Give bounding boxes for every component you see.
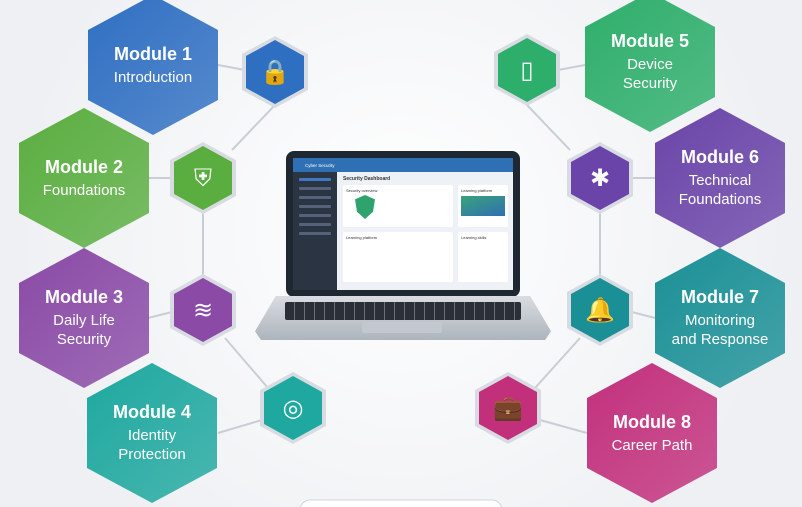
- network-icon: ✱: [589, 164, 611, 192]
- module-title: Module 1: [113, 43, 192, 64]
- smartphone-badge: ▯: [494, 34, 560, 106]
- module-subtitle: Introduction: [113, 68, 193, 86]
- laptop: Cyber Security Security Dashboard Securi…: [286, 151, 520, 297]
- skills-card: Learning skills: [458, 232, 508, 282]
- app-header: Cyber Security: [293, 158, 513, 172]
- module-subtitle: Device: [627, 56, 673, 73]
- app-sidebar: [293, 172, 337, 290]
- module-title: Module 6: [680, 147, 759, 167]
- learning-table-card: Learning platform: [343, 232, 453, 282]
- module-subtitle: Technical: [688, 172, 752, 189]
- overview-card: Security overview: [343, 185, 453, 227]
- module-title: Module 7: [680, 287, 759, 307]
- module-subtitle: Identity: [127, 427, 177, 444]
- smartphone-icon: ▯: [520, 56, 534, 84]
- module-title: Module 3: [44, 287, 123, 307]
- fingerprint-badge: ◎: [260, 372, 326, 444]
- dashboard-screen: Cyber Security Security Dashboard Securi…: [293, 158, 513, 290]
- module-title: Module 4: [112, 402, 191, 422]
- bell-icon: 🔔: [585, 296, 615, 324]
- lock-badge: 🔒: [242, 36, 308, 108]
- module-subtitle: and Response: [671, 331, 769, 348]
- fingerprint-icon: ◎: [282, 394, 304, 422]
- trackpad: [362, 322, 442, 333]
- module-subtitle: Security: [56, 331, 112, 348]
- module-subtitle: Foundations: [678, 191, 762, 208]
- module-subtitle: Protection: [118, 446, 186, 463]
- module-subtitle: Daily Life: [53, 312, 115, 329]
- card-title: Learning skills: [461, 235, 487, 240]
- briefcase-badge: 💼: [475, 372, 541, 444]
- keyboard: [285, 302, 521, 320]
- wifi-icon: ≋: [192, 296, 214, 324]
- module-subtitle: Monitoring: [684, 312, 756, 329]
- platform-card: Learning platform: [458, 185, 508, 227]
- shield-lock-icon: [355, 195, 375, 219]
- module-subtitle: Foundations: [42, 181, 126, 199]
- shield-badge: ⛨: [170, 142, 236, 214]
- module-8-hexagon: Module 8 Career Path: [587, 363, 717, 503]
- lock-icon: 🔒: [260, 58, 290, 86]
- module-title: Module 8: [612, 411, 691, 432]
- module-title: Module 5: [610, 31, 689, 51]
- card-title: Security overview: [346, 188, 378, 193]
- card-title: Learning platform: [461, 188, 493, 193]
- module-7-hexagon: Module 7 Monitoring and Response: [655, 248, 785, 388]
- bottom-pill: [299, 499, 503, 507]
- briefcase-icon: 💼: [493, 394, 523, 422]
- shield-icon: ⛨: [194, 164, 212, 192]
- module-title: Module 2: [44, 156, 123, 177]
- module-subtitle: Career Path: [611, 436, 693, 454]
- dashboard-title: Security Dashboard: [343, 176, 391, 182]
- bell-badge: 🔔: [567, 274, 633, 346]
- module-subtitle: Security: [622, 75, 678, 92]
- chart-thumbnail: [461, 196, 505, 216]
- wifi-badge: ≋: [170, 274, 236, 346]
- card-title: Learning platform: [346, 235, 378, 240]
- network-badge: ✱: [567, 142, 633, 214]
